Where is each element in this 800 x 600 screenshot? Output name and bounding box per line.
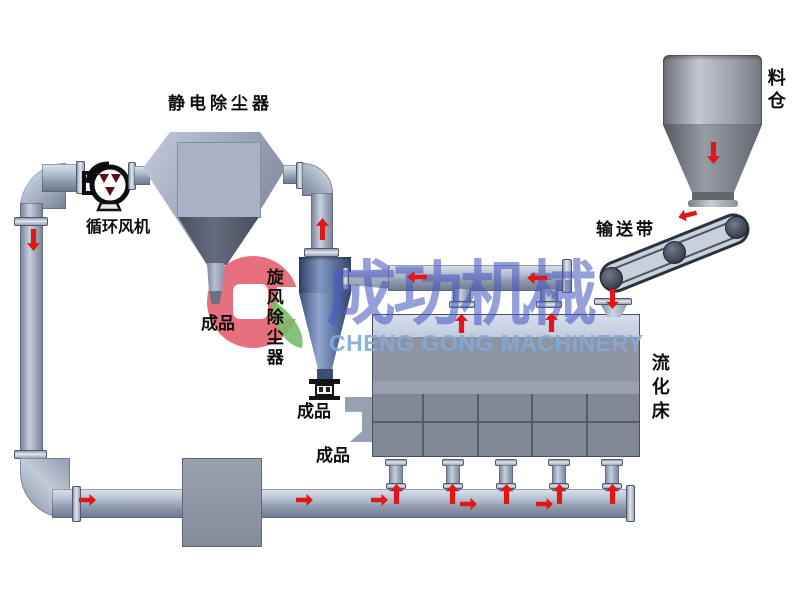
hopper-outlet-lip — [688, 200, 738, 207]
duct-riser-2 — [540, 288, 558, 303]
cyclone-outlet-stub — [317, 369, 333, 380]
bed-panel-line — [373, 421, 639, 423]
flange — [342, 267, 349, 290]
pipe-left-vertical — [20, 203, 43, 465]
bed-panel-line — [531, 394, 533, 456]
cyclone-label: 旋风除尘器 — [263, 268, 283, 368]
esp-outlet-stub — [283, 165, 299, 184]
flange — [536, 301, 562, 308]
cyclone-product-label: 成品 — [297, 402, 331, 421]
bed-top-band — [373, 315, 639, 338]
rotary-valve-port — [326, 387, 330, 392]
pipe-top-horizontal — [42, 164, 80, 192]
flange — [14, 217, 48, 226]
watermark-company-en: CHENG GONG MACHINERY — [329, 330, 644, 356]
rotary-valve-flange-bottom — [309, 396, 340, 400]
bed-label: 流化床 — [649, 353, 670, 425]
esp-front-face — [177, 142, 261, 218]
circulating-fan-icon — [82, 161, 131, 212]
rotary-valve-port — [319, 387, 323, 392]
heater-box — [182, 458, 262, 547]
hopper-label: 料仓 — [765, 68, 786, 114]
duct-taper — [346, 268, 392, 289]
rotary-valve-flange-top — [309, 379, 340, 384]
conveyor-roller — [663, 241, 686, 264]
flange — [72, 486, 81, 522]
conveyor-label: 输送带 — [596, 220, 656, 239]
pipe-bottom-manifold — [52, 489, 632, 518]
watermark-logo-hole — [233, 284, 268, 319]
flange — [562, 259, 572, 293]
pipe-elbow-esp-cyclone — [302, 163, 333, 196]
flange — [304, 248, 339, 257]
esp-product-label: 成品 — [201, 314, 235, 333]
flange — [626, 485, 635, 522]
bed-product-label: 成品 — [316, 446, 350, 465]
conveyor-roller — [725, 216, 748, 239]
conveyor-roller — [600, 267, 623, 290]
fluidized-bed-shell — [372, 314, 640, 457]
flange — [449, 301, 475, 308]
esp-label: 静电除尘器 — [168, 94, 273, 113]
hopper-cylinder — [663, 55, 762, 125]
bed-panel-line — [586, 394, 588, 456]
bed-lower-section — [373, 394, 639, 456]
bed-panel-line — [422, 394, 424, 456]
rotary-valve-body — [315, 384, 334, 396]
bed-panel-line — [477, 394, 479, 456]
esp-discharge-tube — [207, 263, 224, 293]
duct-riser-1 — [453, 288, 471, 303]
watermark-leaf-icon — [270, 298, 303, 348]
bed-discharge-chute — [345, 397, 372, 442]
bed-bevel-strip — [373, 381, 639, 394]
esp-discharge-tip — [209, 291, 222, 304]
bed-inlet-dome — [601, 305, 627, 317]
flow-arrow-icon — [677, 207, 698, 223]
hopper-outlet — [692, 192, 734, 202]
fan-label: 循环风机 — [86, 219, 151, 236]
